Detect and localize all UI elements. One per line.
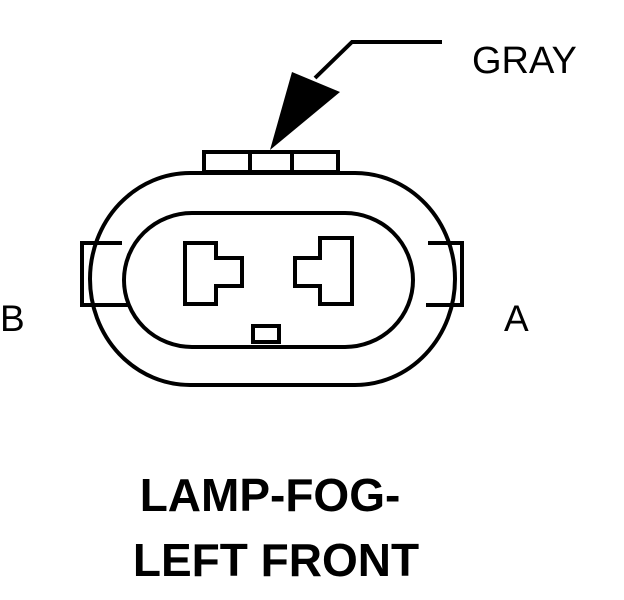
connector-ear-left bbox=[80, 241, 128, 307]
connector-ear-right bbox=[426, 241, 464, 307]
wire-pointer bbox=[270, 40, 442, 150]
top-tab-center bbox=[248, 150, 294, 174]
diagram-title-line-1: LAMP-FOG- bbox=[140, 469, 401, 521]
top-tab-left bbox=[202, 150, 252, 174]
top-tab-right bbox=[290, 150, 340, 174]
connector-top-tabs bbox=[202, 150, 340, 174]
wire-color-label: GRAY bbox=[472, 40, 577, 82]
polarizing-key bbox=[251, 324, 281, 344]
pin-label-b: B bbox=[0, 298, 25, 339]
pin-label-a: A bbox=[504, 298, 529, 339]
pointer-arrowhead bbox=[270, 72, 340, 150]
connector-inner-cavity bbox=[122, 211, 415, 349]
connector-outer-shell bbox=[88, 171, 457, 387]
leader-line bbox=[313, 40, 442, 80]
diagram-title-line-2: LEFT FRONT bbox=[133, 534, 419, 586]
terminal-a bbox=[293, 236, 354, 306]
terminal-b bbox=[183, 241, 244, 306]
